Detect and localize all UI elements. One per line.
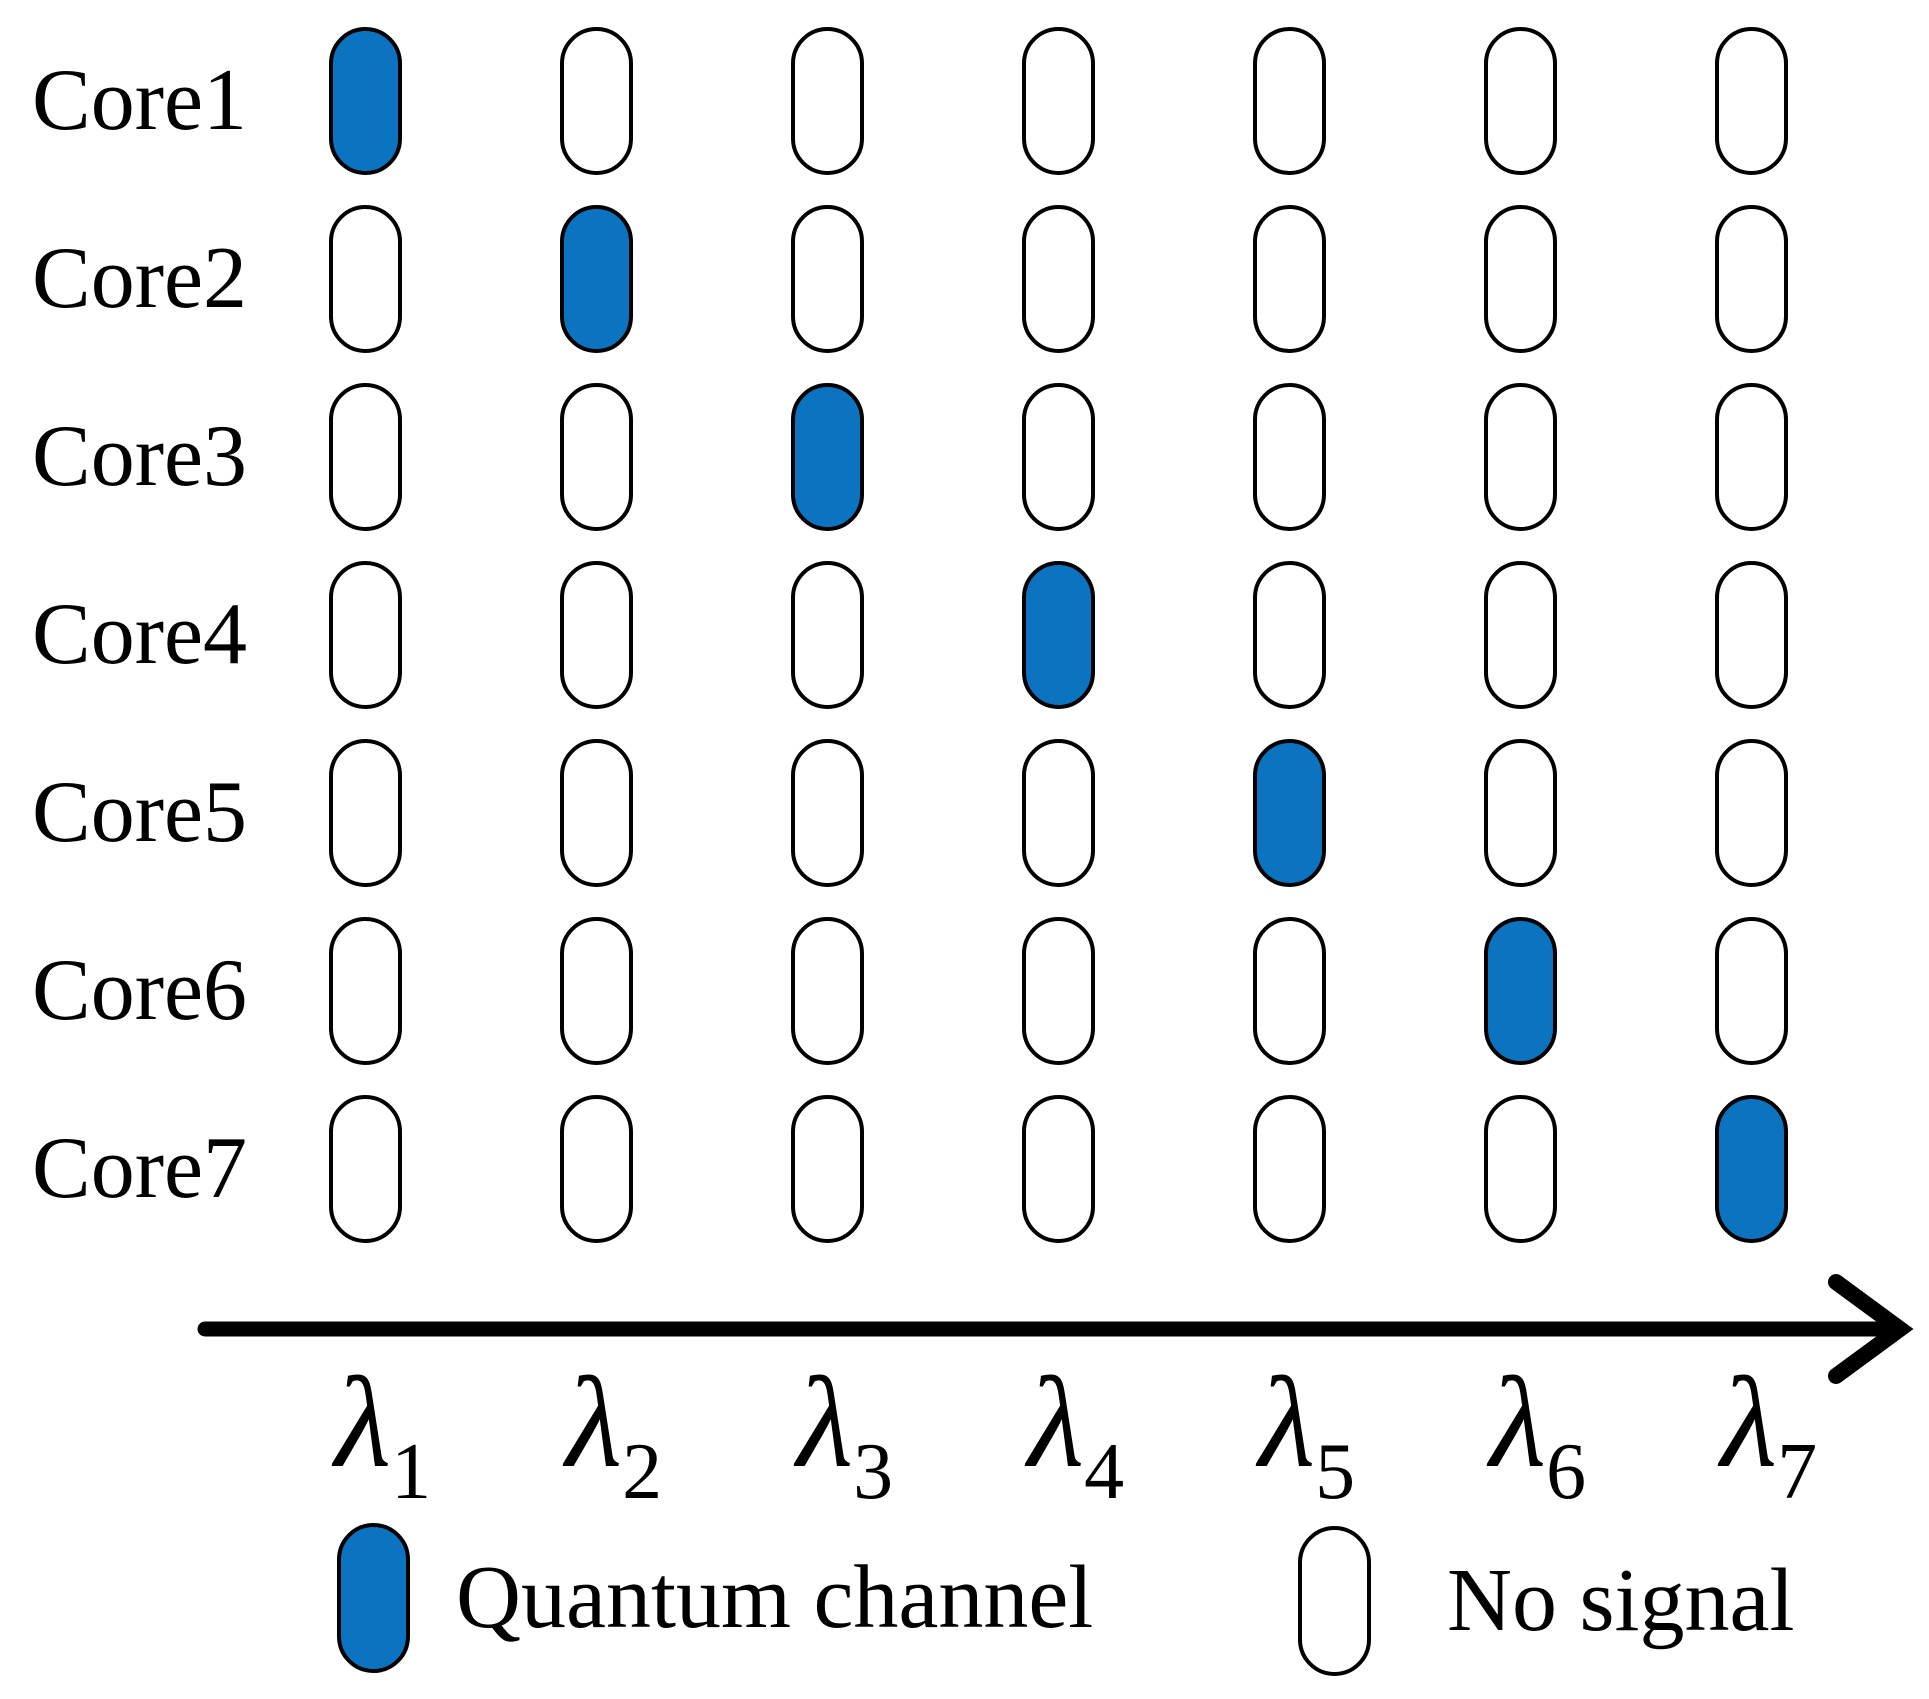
cell-core7-lambda2-no-signal: [560, 1095, 633, 1243]
cell-core6-lambda1-no-signal: [329, 917, 402, 1065]
lambda-subscript: 7: [1777, 1428, 1818, 1516]
no-signal-pill-icon: [1298, 1526, 1371, 1676]
legend-quantum-channel: Quantum channel: [337, 1523, 1093, 1673]
cell-core3-lambda7-no-signal: [1715, 383, 1788, 531]
cell-core7-lambda6-no-signal: [1484, 1095, 1557, 1243]
legend-quantum-channel-label: Quantum channel: [456, 1548, 1094, 1647]
lambda-symbol: λ: [796, 1351, 854, 1495]
lambda-symbol: λ: [1027, 1351, 1085, 1495]
wavelength-label-lambda5: λ5: [1227, 1351, 1387, 1513]
cell-core7-lambda7-quantum-channel: [1715, 1095, 1788, 1243]
cell-core1-lambda3-no-signal: [791, 27, 864, 175]
wavelength-label-lambda7: λ7: [1689, 1351, 1849, 1513]
cell-core5-lambda4-no-signal: [1022, 739, 1095, 887]
lambda-subscript: 5: [1315, 1428, 1356, 1516]
cell-core1-lambda4-no-signal: [1022, 27, 1095, 175]
wavelength-label-lambda6: λ6: [1458, 1351, 1618, 1513]
cell-core2-lambda5-no-signal: [1253, 205, 1326, 353]
core-label-7: Core7: [32, 1120, 248, 1217]
cell-core3-lambda2-no-signal: [560, 383, 633, 531]
core-label-1: Core1: [32, 52, 248, 149]
axis-arrowhead-icon: [1828, 1274, 1914, 1384]
cell-core3-lambda4-no-signal: [1022, 383, 1095, 531]
cell-core3-lambda5-no-signal: [1253, 383, 1326, 531]
core-label-5: Core5: [32, 764, 248, 861]
cell-core3-lambda6-no-signal: [1484, 383, 1557, 531]
core-label-3: Core3: [32, 408, 248, 505]
lambda-subscript: 4: [1084, 1428, 1125, 1516]
cell-core4-lambda4-quantum-channel: [1022, 561, 1095, 709]
lambda-subscript: 2: [622, 1428, 663, 1516]
wavelength-label-lambda1: λ1: [303, 1351, 463, 1513]
cell-core7-lambda1-no-signal: [329, 1095, 402, 1243]
wavelength-label-lambda4: λ4: [996, 1351, 1156, 1513]
cell-core6-lambda6-quantum-channel: [1484, 917, 1557, 1065]
lambda-symbol: λ: [334, 1351, 392, 1495]
cell-core4-lambda3-no-signal: [791, 561, 864, 709]
lambda-symbol: λ: [1258, 1351, 1316, 1495]
cell-core7-lambda5-no-signal: [1253, 1095, 1326, 1243]
cell-core1-lambda1-quantum-channel: [329, 27, 402, 175]
cell-core2-lambda6-no-signal: [1484, 205, 1557, 353]
legend-no-signal-label: No signal: [1447, 1551, 1795, 1650]
lambda-symbol: λ: [565, 1351, 623, 1495]
cell-core1-lambda5-no-signal: [1253, 27, 1326, 175]
cell-core5-lambda6-no-signal: [1484, 739, 1557, 887]
cell-core2-lambda3-no-signal: [791, 205, 864, 353]
lambda-symbol: λ: [1720, 1351, 1778, 1495]
cell-core1-lambda6-no-signal: [1484, 27, 1557, 175]
wavelength-axis-arrow: [197, 1274, 1914, 1384]
cell-core1-lambda7-no-signal: [1715, 27, 1788, 175]
legend-no-signal: No signal: [1298, 1526, 1794, 1676]
cell-core7-lambda3-no-signal: [791, 1095, 864, 1243]
cell-core2-lambda2-quantum-channel: [560, 205, 633, 353]
quantum-channel-pill-icon: [337, 1523, 410, 1673]
cell-core5-lambda5-quantum-channel: [1253, 739, 1326, 887]
lambda-subscript: 1: [391, 1428, 432, 1516]
wavelength-label-lambda3: λ3: [765, 1351, 925, 1513]
cell-core2-lambda4-no-signal: [1022, 205, 1095, 353]
cell-core7-lambda4-no-signal: [1022, 1095, 1095, 1243]
cell-core5-lambda3-no-signal: [791, 739, 864, 887]
lambda-symbol: λ: [1489, 1351, 1547, 1495]
wavelength-label-lambda2: λ2: [534, 1351, 694, 1513]
lambda-subscript: 3: [853, 1428, 894, 1516]
cell-core6-lambda7-no-signal: [1715, 917, 1788, 1065]
lambda-subscript: 6: [1546, 1428, 1587, 1516]
cell-core1-lambda2-no-signal: [560, 27, 633, 175]
cell-core6-lambda5-no-signal: [1253, 917, 1326, 1065]
cell-core2-lambda1-no-signal: [329, 205, 402, 353]
cell-core6-lambda2-no-signal: [560, 917, 633, 1065]
cell-core3-lambda3-quantum-channel: [791, 383, 864, 531]
cell-core6-lambda3-no-signal: [791, 917, 864, 1065]
cell-core2-lambda7-no-signal: [1715, 205, 1788, 353]
cell-core5-lambda7-no-signal: [1715, 739, 1788, 887]
cell-core4-lambda5-no-signal: [1253, 561, 1326, 709]
cell-core4-lambda6-no-signal: [1484, 561, 1557, 709]
cell-core4-lambda1-no-signal: [329, 561, 402, 709]
cell-core4-lambda2-no-signal: [560, 561, 633, 709]
core-label-2: Core2: [32, 230, 248, 327]
core-label-6: Core6: [32, 942, 248, 1039]
cell-core4-lambda7-no-signal: [1715, 561, 1788, 709]
cell-core5-lambda1-no-signal: [329, 739, 402, 887]
cell-core6-lambda4-no-signal: [1022, 917, 1095, 1065]
cell-core3-lambda1-no-signal: [329, 383, 402, 531]
core-label-4: Core4: [32, 586, 248, 683]
cell-core5-lambda2-no-signal: [560, 739, 633, 887]
